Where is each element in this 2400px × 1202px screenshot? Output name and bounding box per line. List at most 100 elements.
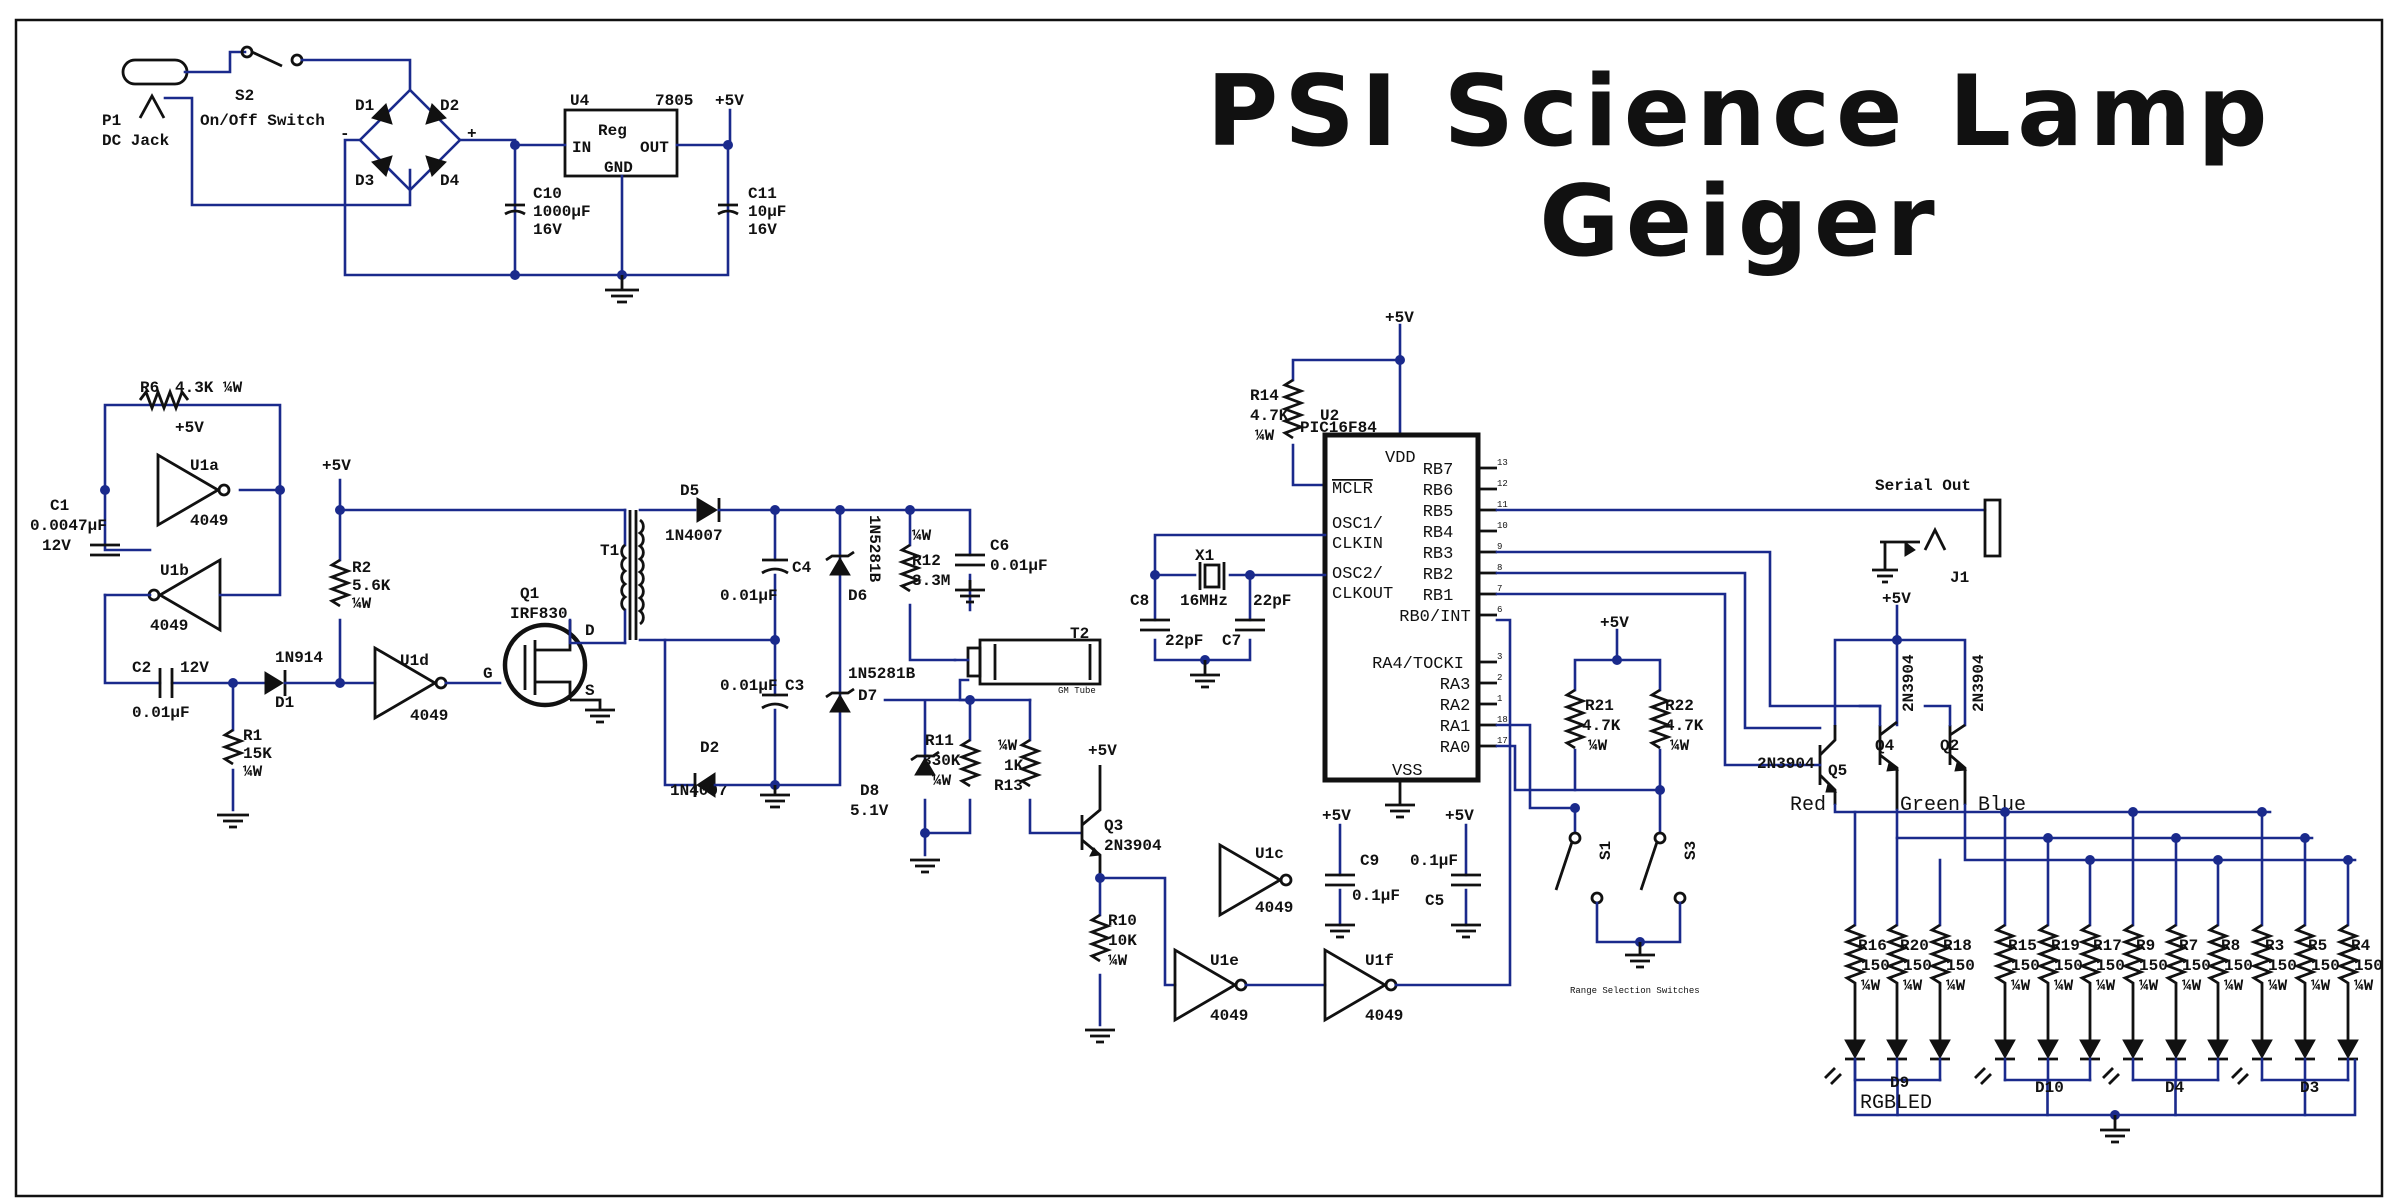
label-r19: R19: [2051, 937, 2080, 955]
pin-num-2: 2: [1497, 673, 1502, 683]
c10-voltage: 16V: [533, 221, 562, 239]
ground-icon: [1190, 660, 1220, 689]
c5-vcc-label: +5V: [1445, 807, 1474, 825]
resistor-r20: [1885, 923, 1909, 1040]
u2-label: U2: [1320, 407, 1339, 425]
q1-source-label: S: [585, 682, 595, 700]
led-icon: [2037, 1039, 2059, 1060]
led-icon: [2207, 1039, 2229, 1060]
serial-out-label: Serial Out: [1875, 477, 1971, 495]
c8-value: 22pF: [1165, 632, 1203, 650]
rb-pins: RB7 RB6 RB5 RB4 RB3 RB2 RB1 RB0/INT RA4/…: [1372, 461, 1471, 758]
r1-resistor: [221, 728, 245, 766]
title-line-1: PSI Science Lamp: [1206, 55, 2273, 169]
r14-resistor: [1281, 378, 1305, 440]
r6-label: R6: [140, 379, 159, 397]
label-r17: R17: [2093, 937, 2122, 955]
ground-icon: [2100, 1115, 2130, 1144]
c10-value: 1000µF: [533, 203, 591, 221]
c11-voltage: 16V: [748, 221, 777, 239]
ground-icon: [1325, 923, 1355, 939]
u1c-label: U1c: [1255, 845, 1284, 863]
c9-vcc-label: +5V: [1322, 807, 1351, 825]
c11-label: C11: [748, 185, 777, 203]
value-r16: 150: [1861, 957, 1890, 975]
c3-value: 0.01µF: [720, 677, 778, 695]
u1a-part: 4049: [190, 512, 228, 530]
r21-resistor: [1563, 688, 1587, 750]
dc-jack-label: DC Jack: [102, 132, 170, 150]
label-r15: R15: [2008, 937, 2037, 955]
q1-part: IRF830: [510, 605, 568, 623]
resistor-r4: [2336, 923, 2360, 1040]
q3-vcc-label: +5V: [1088, 742, 1117, 760]
q5-part: 2N3904: [1757, 755, 1815, 773]
d6-part: 1N5281B: [865, 515, 883, 583]
d8-value: 5.1V: [850, 802, 889, 820]
dc-jack-contact-icon: [138, 93, 166, 119]
d4-label: D4: [440, 172, 460, 190]
s1-label: S1: [1597, 841, 1615, 860]
watt-r15: ¼W: [2011, 977, 2031, 995]
c2-value: 0.01µF: [132, 704, 190, 722]
r14-value: 4.7K: [1250, 407, 1289, 425]
rb3-pin: RB3: [1423, 545, 1454, 564]
value-r17: 150: [2096, 957, 2125, 975]
c8-label: C8: [1130, 592, 1149, 610]
label-r20: R20: [1900, 937, 1929, 955]
pin-num-18: 18: [1497, 715, 1508, 725]
resistor-r15: [1993, 923, 2017, 1040]
watt-r3: ¼W: [2268, 977, 2288, 995]
led-icon: [2294, 1039, 2316, 1060]
q2-transistor: [1948, 723, 1968, 805]
label-r8: R8: [2221, 937, 2240, 955]
r2-watt: ¼W: [352, 595, 372, 613]
x1-crystal: [1203, 563, 1221, 589]
d10-label: D10: [2035, 1079, 2064, 1097]
r22-resistor: [1648, 688, 1672, 750]
ground-icon: [1872, 568, 1898, 584]
c1-voltage: 12V: [42, 537, 71, 555]
ground-icon: [955, 580, 985, 604]
red-label: Red: [1790, 794, 1826, 817]
d2-label-hv: D2: [700, 739, 719, 757]
watt-r16: ¼W: [1861, 977, 1881, 995]
u1a-vcc-label: +5V: [175, 419, 204, 437]
j1-label: J1: [1950, 569, 1969, 587]
resistor-r19: [2036, 923, 2060, 1040]
clkin-pin: CLKIN: [1332, 535, 1383, 554]
resistor-r8: [2206, 923, 2230, 1040]
t1-primary-coil: [620, 543, 628, 612]
label-r3: R3: [2265, 937, 2284, 955]
q3-part: 2N3904: [1104, 837, 1162, 855]
rb7-pin: RB7: [1423, 461, 1454, 480]
q1-drain-label: D: [585, 622, 595, 640]
d7-label: D7: [858, 687, 877, 705]
ground-icon: [605, 275, 639, 304]
rb2-pin: RB2: [1423, 566, 1454, 585]
minus-label: -: [340, 125, 350, 143]
ground-icon: [760, 785, 790, 809]
u1b-part: 4049: [150, 617, 188, 635]
resistor-r3: [2250, 923, 2274, 1040]
d1-label: D1: [355, 97, 374, 115]
pin-num-10: 10: [1497, 521, 1508, 531]
ra0-pin: RA0: [1440, 739, 1471, 758]
r14-label: R14: [1250, 387, 1279, 405]
osc2-pin: OSC2/: [1332, 565, 1383, 584]
r11-resistor: [958, 738, 982, 788]
x1-label: X1: [1195, 547, 1214, 565]
pin-num-13: 13: [1497, 458, 1508, 468]
pin-num-11: 11: [1497, 500, 1508, 510]
ra2-pin: RA2: [1440, 697, 1471, 716]
r10-label: R10: [1108, 912, 1137, 930]
ra1-pin: RA1: [1440, 718, 1471, 737]
c9-label: C9: [1360, 852, 1379, 870]
c4-value: 0.01µF: [720, 587, 778, 605]
c9-value: 0.1µF: [1352, 887, 1400, 905]
led-icon: [1994, 1039, 2016, 1060]
pin-num-9: 9: [1497, 542, 1502, 552]
pin-num-3: 3: [1497, 652, 1502, 662]
